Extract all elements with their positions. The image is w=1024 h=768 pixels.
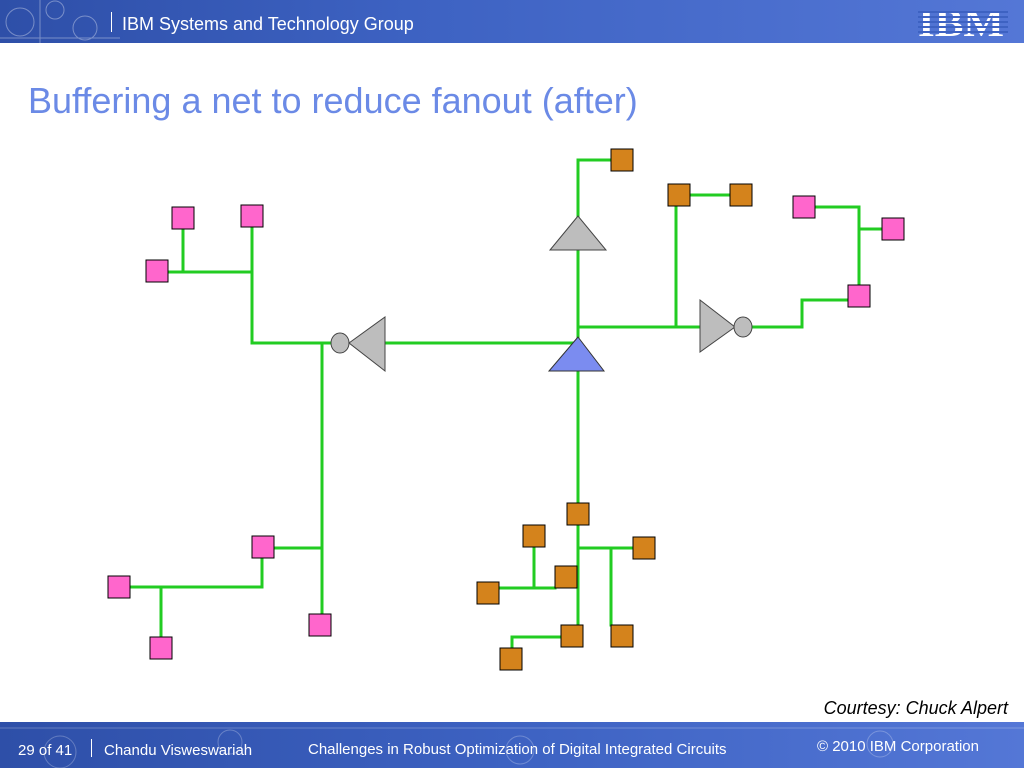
orange-sink-icon [522,524,546,548]
wire [576,158,612,218]
footer-pattern-icon [0,727,1024,768]
talk-title: Challenges in Robust Optimization of Dig… [308,741,727,758]
orange-sink-icon [729,183,753,207]
pink-sink-icon [847,284,871,308]
orange-sink-icon [554,565,578,589]
author-name: Chandu Visweswariah [104,742,253,759]
slide-title: Buffering a net to reduce fanout (after) [28,80,638,121]
header-bar: IBM Systems and Technology Group IBM [0,0,1024,43]
wire [750,298,850,329]
orange-sinks [476,148,753,671]
gray-inverter-left-icon [330,316,386,373]
wire [510,635,563,650]
pink-sink-icon [240,204,264,228]
orange-sink-icon [499,647,523,671]
copyright: © 2010 IBM Corporation [817,738,979,755]
blue-driver-icon [547,336,606,372]
orange-sink-icon [566,502,590,526]
gray-inverter-right-icon [699,298,753,353]
wire [128,556,264,589]
pink-sink-icon [881,217,905,241]
orange-sink-icon [667,183,691,207]
wire [813,205,861,287]
wire [532,546,557,590]
orange-sink-icon [632,536,656,560]
footer-bar: 29 of 41 Chandu Visweswariah Challenges … [0,722,1024,768]
ibm-logo-icon: IBM [918,4,1008,42]
pink-sink-icon [107,575,131,599]
orange-sink-icon [610,624,634,648]
wires [128,158,884,650]
pink-sink-icon [251,535,275,559]
pink-sink-icon [145,259,169,283]
header-separator [111,12,112,32]
orange-sink-icon [560,624,584,648]
orange-sink-icon [476,581,500,605]
pink-sink-icon [149,636,173,660]
courtesy-note: Courtesy: Chuck Alpert [823,698,1008,718]
footer-separator [91,739,92,757]
header-pattern-icon [0,0,120,43]
wire [250,225,342,345]
header-group-name: IBM Systems and Technology Group [122,14,414,34]
pink-sinks [107,195,905,660]
orange-sink-icon [610,148,634,172]
pink-sink-icon [308,613,332,637]
gray-buffer-icon [548,215,608,251]
pink-sink-icon [171,206,195,230]
page-number: 29 of 41 [18,742,73,759]
pink-sink-icon [792,195,816,219]
